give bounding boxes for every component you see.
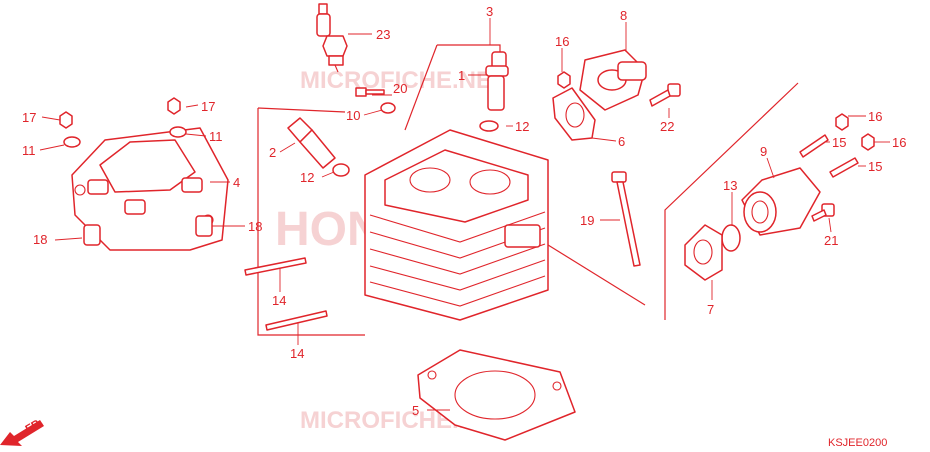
callout-11-left: 11 [22, 143, 36, 158]
callout-16-b: 16 [892, 135, 906, 150]
callout-5: 5 [412, 403, 419, 418]
cylinder-head [364, 129, 549, 321]
head-group-frame-diag [539, 239, 646, 306]
callout-2: 2 [269, 145, 276, 160]
head-group-frame-left [257, 108, 365, 336]
bolt-22 [649, 83, 681, 107]
washer-10 [380, 102, 396, 114]
callout-14-upper: 14 [272, 293, 286, 308]
carb-insulator-9 [741, 167, 821, 236]
oring-12-top [479, 120, 499, 132]
spark-plug [316, 3, 348, 73]
dowel-18-right [195, 215, 213, 237]
callout-6: 6 [618, 134, 625, 149]
callout-17-left: 17 [22, 110, 36, 125]
diagram-code: KSJEE0200 [828, 437, 887, 449]
valve-guide-2 [287, 117, 336, 169]
nut-16-intake [557, 71, 571, 89]
stud-14-upper [244, 257, 307, 276]
callout-15-b: 15 [868, 159, 882, 174]
insulator-8 [579, 49, 647, 111]
washer-11-right [169, 126, 187, 138]
valve-guide-1 [485, 51, 509, 111]
oring-13 [721, 224, 741, 252]
callout-13: 13 [723, 178, 737, 193]
bolt-20 [355, 87, 385, 97]
stud-14-lower [265, 310, 328, 331]
callout-4: 4 [233, 175, 240, 190]
callout-1: 1 [458, 68, 465, 83]
callout-12-side: 12 [300, 170, 314, 185]
valve-group-frame-top [437, 44, 501, 60]
callout-22: 22 [660, 119, 674, 134]
front-arrow-icon [0, 420, 44, 446]
front-marker: FR. [24, 416, 45, 435]
nut-16-a [835, 113, 849, 131]
callout-12-top: 12 [515, 119, 529, 134]
callout-18-left: 18 [33, 232, 47, 247]
valve-group-frame-side [404, 44, 438, 131]
head-gasket [417, 349, 576, 441]
leader-lines [39, 18, 890, 411]
callout-8: 8 [620, 8, 627, 23]
nut-17-left [59, 111, 73, 129]
camshaft-holder [71, 127, 229, 251]
head-group-frame-top [257, 107, 346, 113]
callout-9: 9 [760, 144, 767, 159]
gasket-7 [684, 224, 723, 281]
studs-15 [799, 134, 859, 178]
dowel-18-left [83, 224, 101, 246]
callout-18-right: 18 [248, 219, 262, 234]
callout-20: 20 [393, 81, 407, 96]
callout-11-right: 11 [209, 129, 223, 144]
callout-15-a: 15 [832, 135, 846, 150]
washer-11-left [63, 136, 81, 148]
oring-12-side [332, 163, 350, 177]
callout-10: 10 [346, 108, 360, 123]
bolt-21 [811, 203, 835, 222]
callout-23: 23 [376, 27, 390, 42]
callout-3: 3 [486, 4, 493, 19]
nut-16-b [861, 133, 875, 151]
callout-7: 7 [707, 302, 714, 317]
intake-group-frame [664, 82, 799, 320]
callout-14-lower: 14 [290, 346, 304, 361]
bolt-19 [611, 171, 641, 267]
callout-16-a: 16 [868, 109, 882, 124]
nut-17-right [167, 97, 181, 115]
watermark-top: MICROFICHE.NET [300, 67, 507, 94]
callout-21: 21 [824, 233, 838, 248]
callout-16-intake: 16 [555, 34, 569, 49]
callout-19: 19 [580, 213, 594, 228]
callout-17-right: 17 [201, 99, 215, 114]
